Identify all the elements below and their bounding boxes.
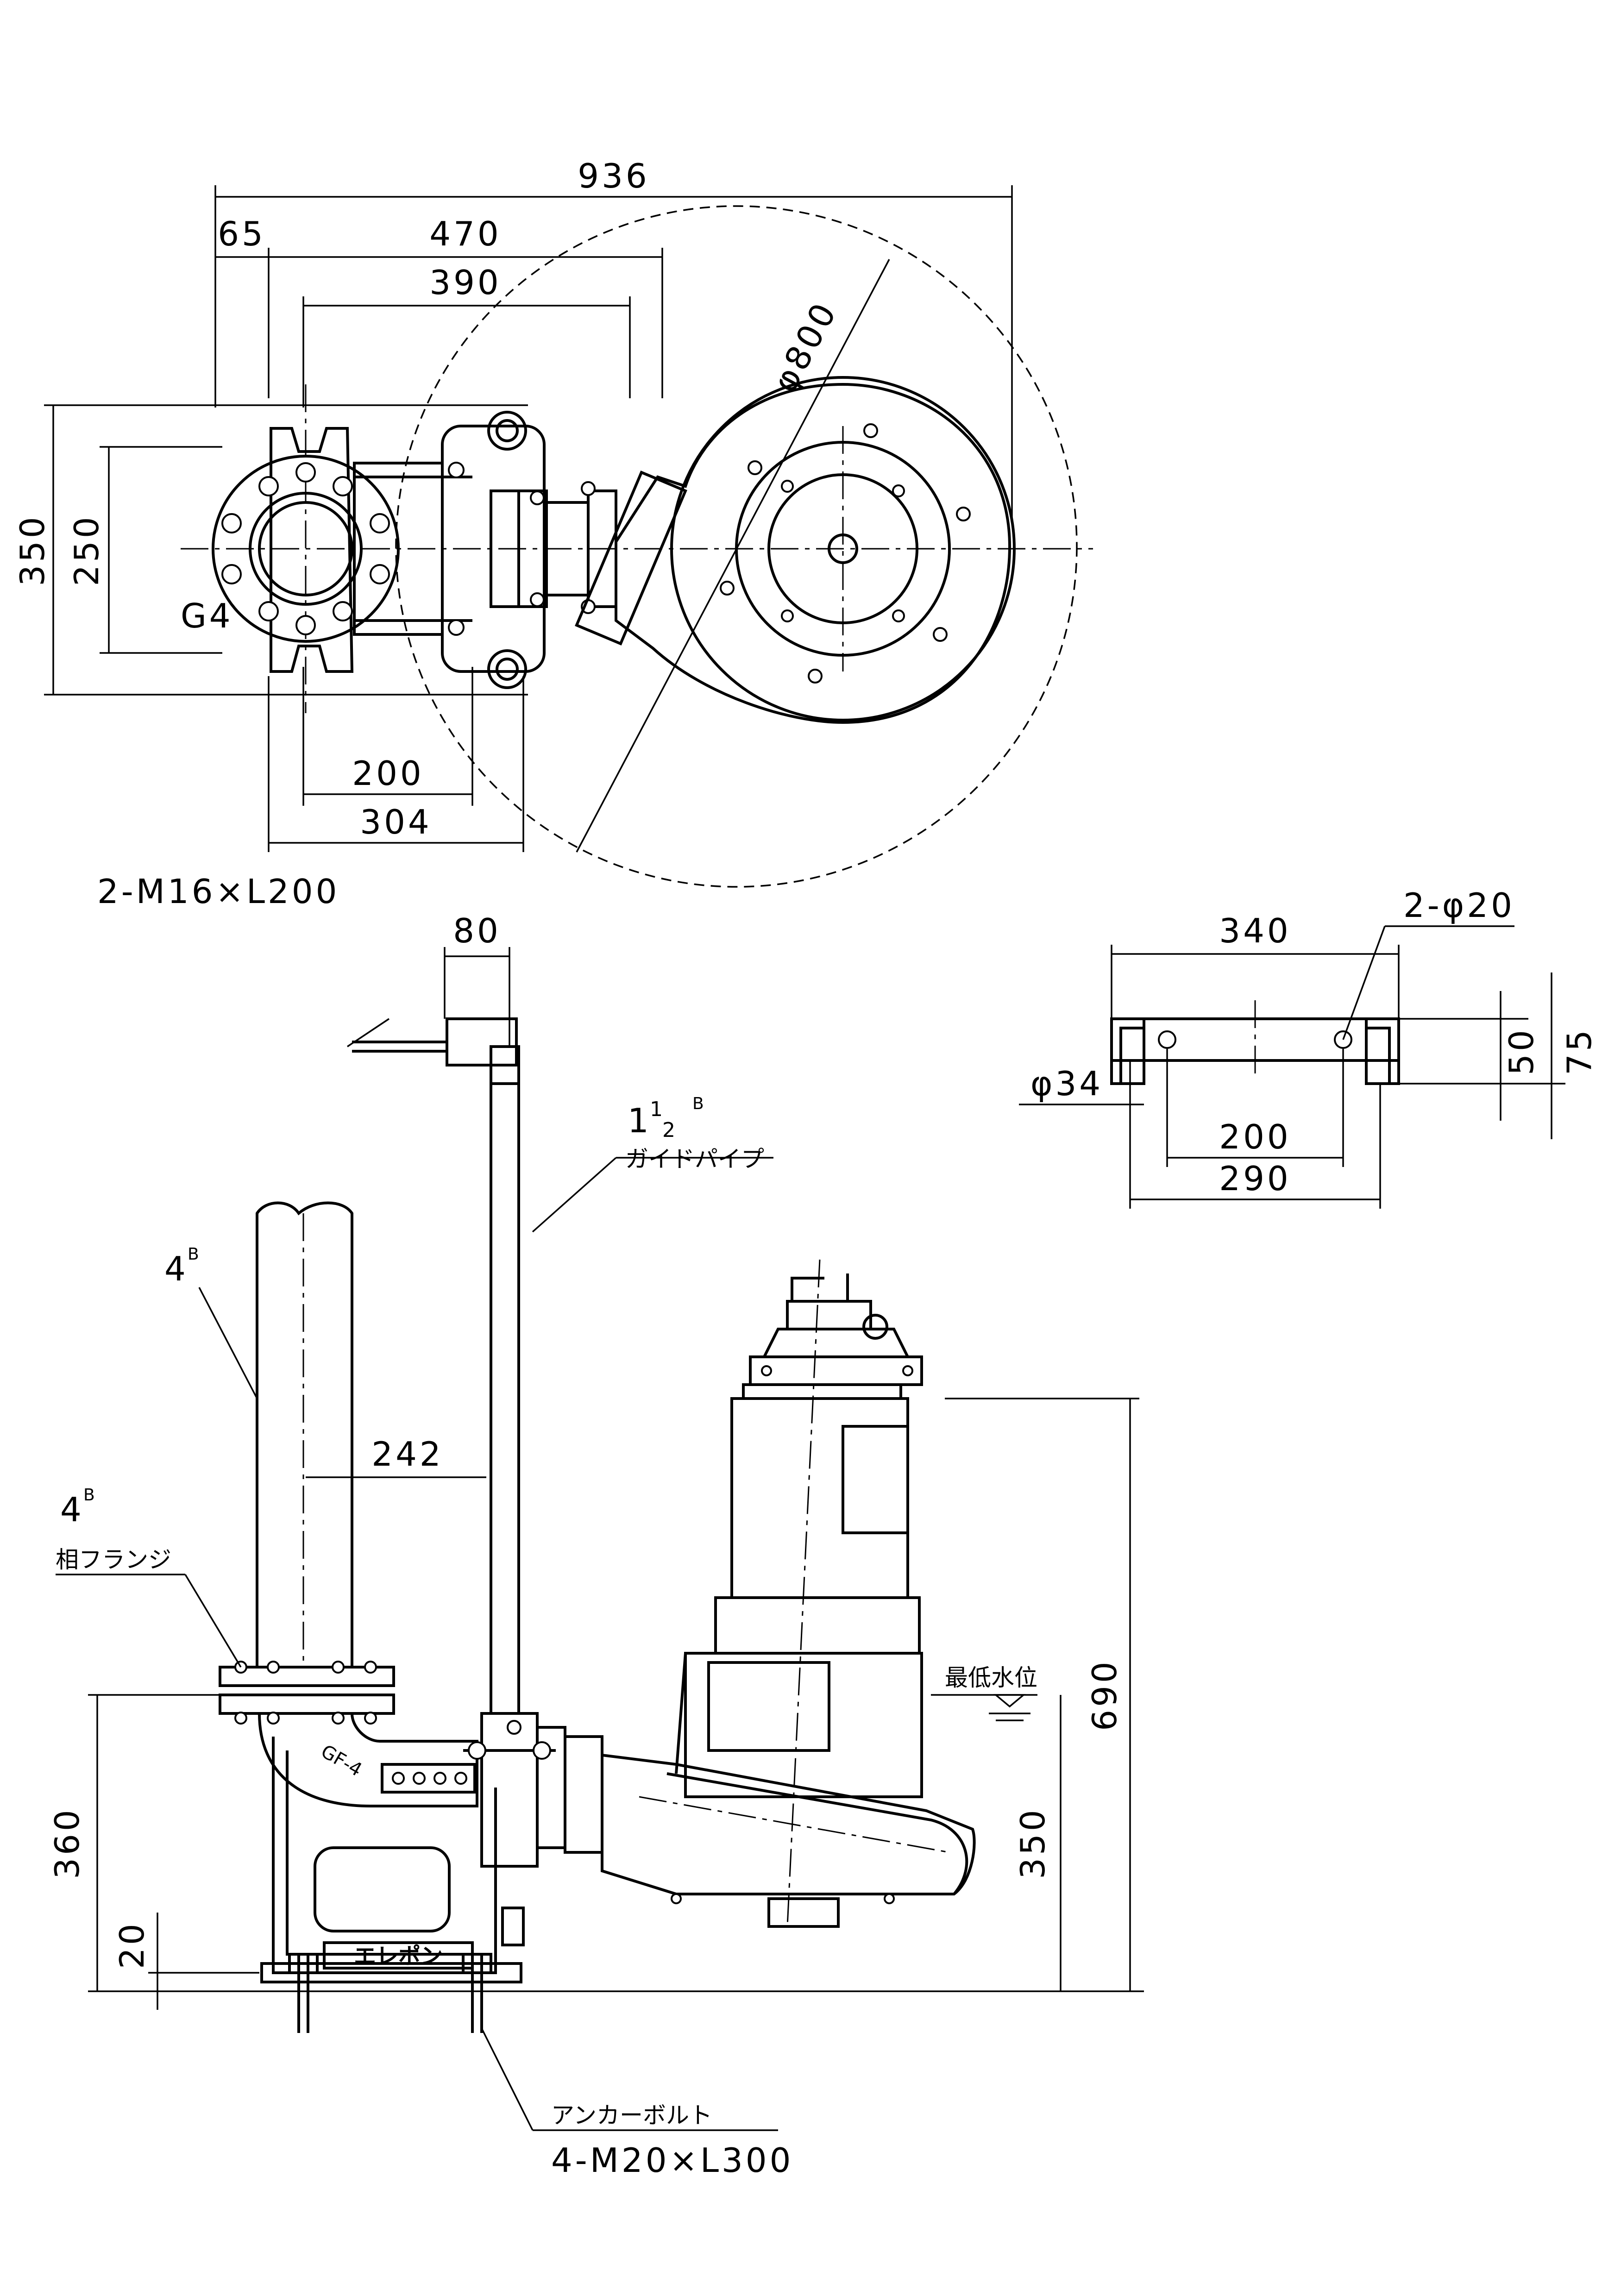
dim-base-holes: 2-φ20 [1403, 886, 1515, 925]
guide-pipe-size-b: B [692, 1094, 704, 1113]
side-elevation [56, 947, 1144, 2131]
anchor-bolt-spec: 4-M20×L300 [551, 2141, 793, 2180]
dim-base-200: 200 [1219, 1117, 1291, 1156]
pump-casing [675, 1259, 923, 1927]
min-water-level-label: 最低水位 [945, 1664, 1037, 1691]
guide-pipe [352, 1017, 525, 1946]
pump-volute-elevation [601, 1753, 976, 1928]
dim-water-350: 350 [1013, 1807, 1052, 1879]
dim-span-390: 390 [429, 263, 501, 302]
plan-dimension-lines [44, 185, 1013, 853]
dim-base-290: 290 [1219, 1159, 1291, 1198]
dim-offset-65: 65 [218, 214, 266, 253]
dim-span-242: 242 [371, 1435, 443, 1474]
dim-flange-g4: G4 [181, 596, 233, 635]
dim-base-phi34: φ34 [1030, 1064, 1103, 1103]
pump-footprint-circle [395, 205, 1078, 888]
pipe-4b-sup: B [188, 1245, 199, 1264]
dim-span-304: 304 [360, 803, 432, 841]
plan-view [44, 185, 1093, 888]
pump-volute-plan [575, 376, 1016, 724]
pump-motor [749, 1273, 923, 1386]
elevation-dimension-lines [56, 947, 1144, 2131]
flange-4b-label: 4 [60, 1490, 84, 1529]
dim-height-20: 20 [113, 1921, 151, 1969]
base-elbow [258, 1713, 522, 1983]
dim-height-690: 690 [1085, 1659, 1124, 1731]
dim-span-470: 470 [429, 214, 501, 253]
min-water-level-symbol [931, 1694, 1037, 1721]
guide-pipe-size-den: 2 [662, 1118, 675, 1142]
discharge-pipe [256, 1201, 353, 1667]
dim-height-250: 250 [67, 514, 106, 586]
dim-base-340: 340 [1219, 911, 1291, 950]
dim-bolt-spec: 2-M16×L200 [97, 872, 339, 911]
guide-pipe-label: ガイドパイプ [625, 1146, 764, 1173]
guide-pipe-size-whole: 1 [628, 1101, 652, 1140]
pipe-4b-label: 4 [164, 1249, 188, 1288]
dim-overall-width: 936 [578, 157, 649, 195]
companion-flange-label: 相フランジ [56, 1546, 171, 1573]
guide-pipe-size-num: 1 [650, 1098, 663, 1121]
gf-mark: GF-4 [317, 1741, 365, 1781]
brand-plate [323, 1941, 474, 1970]
dim-span-200: 200 [352, 754, 424, 793]
flange-4b-sup: B [83, 1486, 95, 1505]
dim-diameter-800: φ800 [765, 295, 845, 398]
guide-bracket-plan [353, 411, 617, 689]
dim-height-350: 350 [13, 514, 52, 586]
discharge-flange-plan [212, 384, 400, 713]
companion-flange [219, 1661, 395, 1725]
anchor-bolt-label: アンカーボルト [551, 2102, 712, 2129]
dim-base-75: 75 [1560, 1027, 1599, 1075]
guide-holder [463, 1712, 603, 1868]
dim-span-80: 80 [453, 911, 501, 950]
base-detail [1019, 925, 1565, 1209]
dim-base-50: 50 [1502, 1027, 1541, 1075]
brand-logo-text: エレポン [354, 1943, 443, 1969]
dim-height-360: 360 [48, 1807, 87, 1879]
